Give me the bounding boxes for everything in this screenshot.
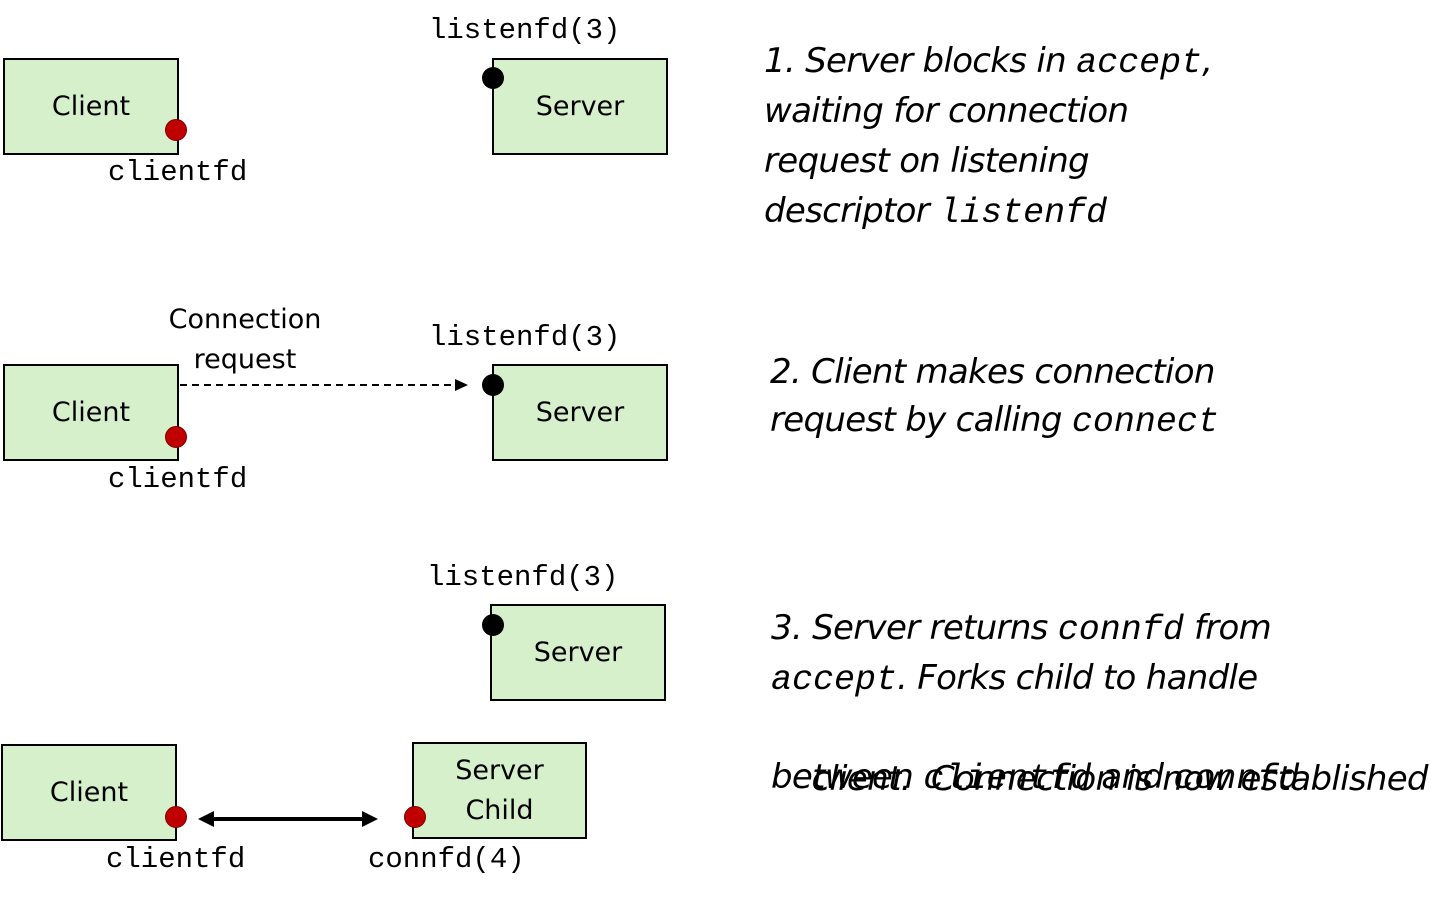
stage1-caption-line: request on listening [764,141,1090,181]
stage2-listenfd-label: listenfd(3) [429,321,621,354]
stage2-server-label: Server [535,396,625,428]
stage2-client-box: Client [3,364,179,461]
stage2-listenfd-socket [482,374,504,396]
stage3-client-box: Client [1,744,177,841]
stage3-child-label-line1: Server [455,754,544,786]
stage3-server-box: Server [490,604,666,701]
stage3-client-label: Client [49,776,129,808]
stage2-server-box: Server [492,364,668,461]
stage3-caption-line: accept. Forks child to handle [771,658,1258,700]
stage3-caption-line: between clientfd and connfd [771,757,1300,799]
stage1-caption-line: descriptor listenfd [764,191,1108,233]
stage1-server-box: Server [492,58,668,155]
stage2-client-label: Client [51,396,131,428]
stage3-clientfd-label: clientfd [106,843,246,876]
stage1-server-label: Server [535,90,625,122]
stage1-caption-line: 1. Server blocks in accept, [764,41,1213,83]
stage1-listenfd-socket [482,67,504,89]
stage1-listenfd-label: listenfd(3) [429,14,621,47]
code-connfd: connfd [1173,759,1300,799]
stage2-clientfd-socket [165,426,187,448]
stage2-caption-line: 2. Client makes connection [770,352,1215,392]
stage2-clientfd-label: clientfd [108,463,248,496]
stage3-caption-line: client. Connection is now established [811,759,1428,799]
code-listenfd: listenfd [939,193,1108,233]
stage3-connfd-label: connfd(4) [368,843,525,876]
stage2-request-label: Connection request [168,304,322,375]
stage3-caption-line: 3. Server returns connfd from [771,608,1272,650]
stage3-server-child-box: Server Child [412,742,587,839]
stage2-caption-line: request by calling connect [770,400,1219,442]
stage3-server-label: Server [533,636,623,668]
code-accept: accept [771,660,898,700]
stage1-client-box: Client [3,58,179,155]
stage3-listenfd-label: listenfd(3) [427,561,619,594]
stage1-caption-line: waiting for connection [764,91,1129,131]
stage3-listenfd-socket [482,614,504,636]
code-connfd: connfd [1057,610,1184,650]
code-accept: accept [1076,43,1203,83]
stage3-connfd-socket [404,806,426,828]
code-clientfd: clientfd [923,759,1092,799]
stage1-client-label: Client [51,90,131,122]
stage1-clientfd-label: clientfd [108,156,248,189]
stage1-clientfd-socket [165,119,187,141]
stage3-child-label-line2: Child [465,794,534,826]
code-connect: connect [1071,402,1219,442]
stage3-clientfd-socket [165,806,187,828]
